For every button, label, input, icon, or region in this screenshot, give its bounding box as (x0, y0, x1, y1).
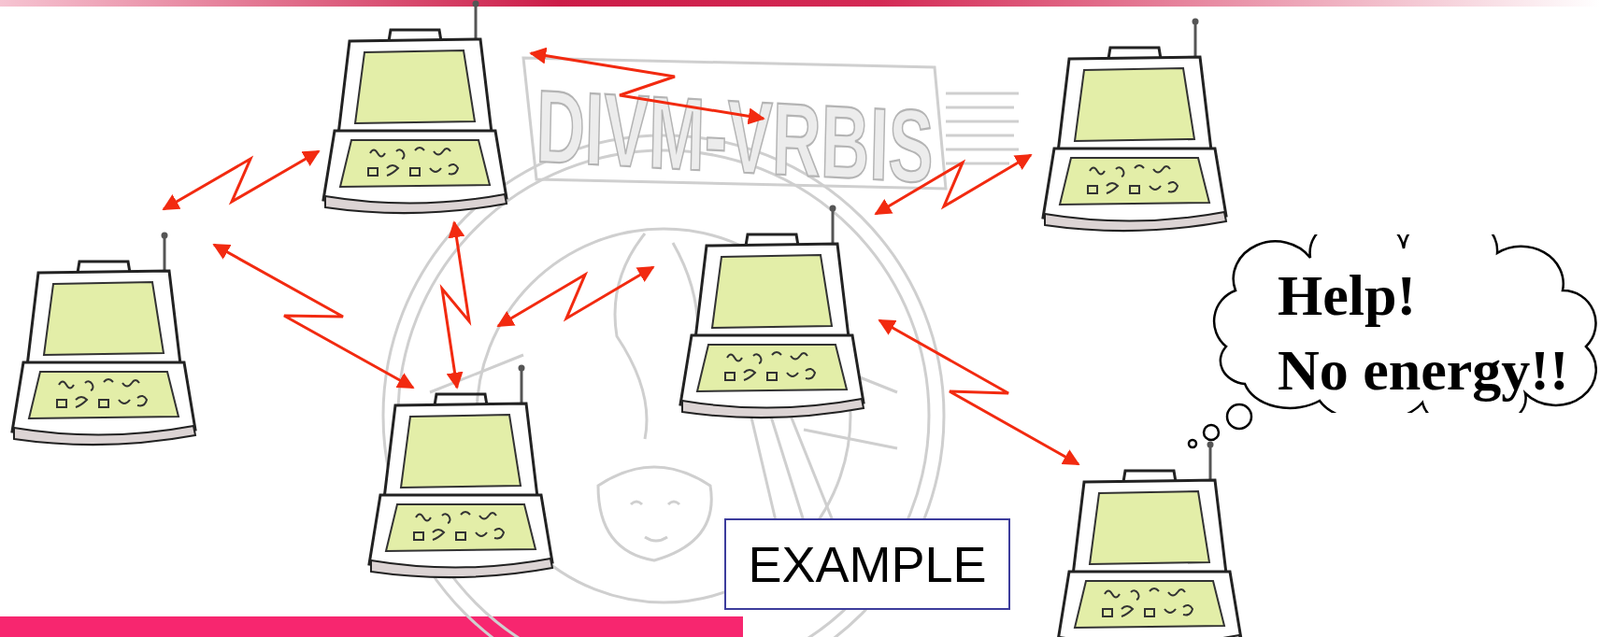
laptop-icon (1042, 18, 1227, 232)
laptop-icon (12, 232, 196, 446)
radio-link (498, 267, 654, 327)
laptop-icon (680, 205, 864, 419)
thought-cloud: Help! No energy!! (1188, 234, 1598, 414)
radio-link (163, 151, 319, 210)
laptop-icons (12, 0, 1242, 637)
watermark-text: DIVM-VRBIS (534, 74, 934, 200)
radio-link (530, 53, 764, 119)
thought-bubbles (1188, 404, 1252, 448)
top-bar (0, 0, 1600, 7)
radio-link (442, 222, 470, 388)
cloud-text: Help! No energy!! (1277, 263, 1570, 402)
bottom-bar (0, 616, 743, 637)
box-label: EXAMPLE (747, 535, 986, 594)
line-spacer (1473, 257, 1600, 333)
radio-link (875, 155, 1031, 215)
example-box: EXAMPLE (724, 518, 1011, 611)
radio-link (214, 244, 414, 388)
laptop-icon (1057, 442, 1242, 637)
laptop-icon (323, 0, 507, 215)
radio-link (879, 320, 1079, 465)
radio-links (163, 53, 1079, 465)
laptop-icon (369, 365, 553, 579)
cloud-shape (1214, 234, 1597, 414)
cloud-text-area: Help! No energy!! (1277, 257, 1600, 408)
